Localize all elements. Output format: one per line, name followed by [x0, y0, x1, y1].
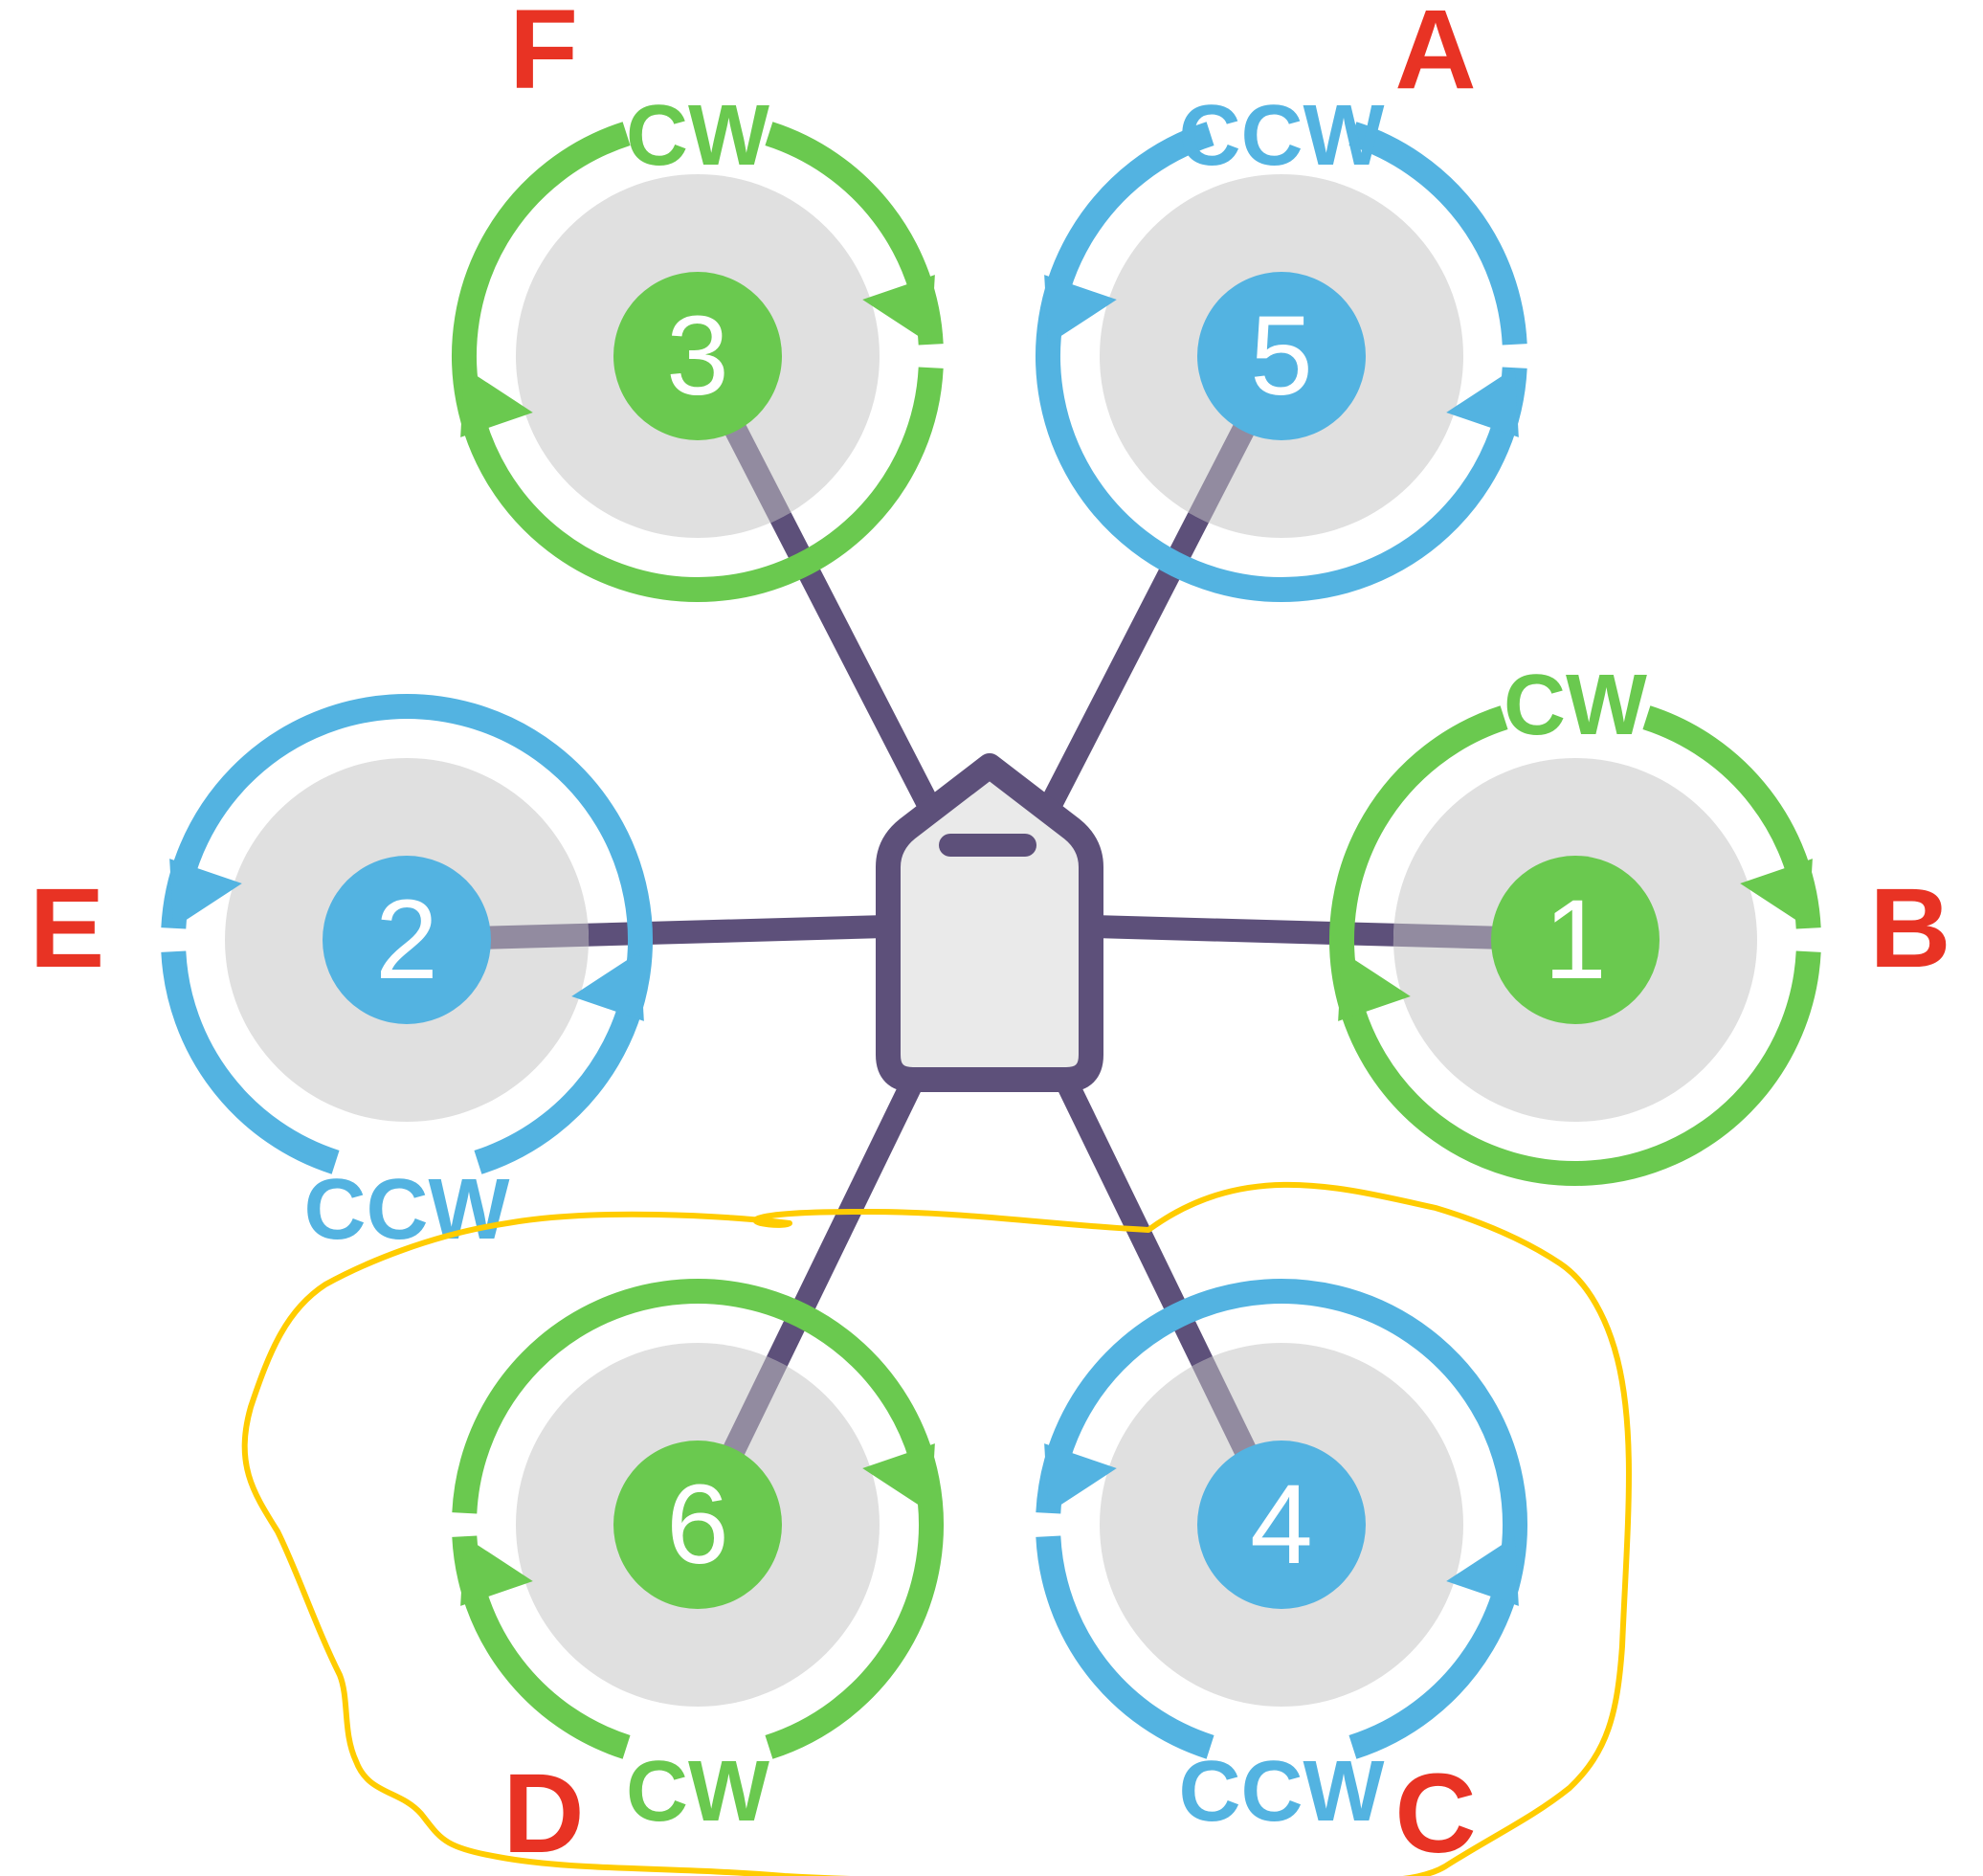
rotation-arrow-icon: [1044, 275, 1117, 345]
motor-core: [1197, 272, 1366, 440]
motor-number: 5: [1250, 293, 1313, 419]
motor-6-core: 6CW D: [502, 1440, 782, 1876]
rotation-arc: [1036, 122, 1527, 602]
rotation-label: CCW: [304, 1162, 510, 1258]
rotation-arc: [161, 694, 653, 1174]
rotation-label: CW: [626, 1744, 769, 1840]
motor-number: 2: [375, 877, 438, 1003]
motor-core: [613, 272, 782, 440]
rotation-arrow-icon: [169, 859, 242, 928]
rotation-label: CCW: [1179, 88, 1385, 184]
motor-number: 4: [1250, 1462, 1313, 1588]
rotation-arc: [1348, 122, 1527, 346]
motor-core: [1197, 1440, 1366, 1609]
rotation-arc: [1036, 1535, 1214, 1759]
rotation-arc: [161, 950, 340, 1174]
rotation-arrow-icon: [1740, 859, 1813, 928]
rotation-arc: [1036, 1279, 1527, 1759]
highlight-annotation: [241, 1181, 1632, 1876]
rotation-label: CCW: [1179, 1744, 1385, 1840]
motor-number: 6: [666, 1462, 729, 1588]
yellow-highlight-outline: [241, 1181, 1632, 1876]
rotation-arrow-icon: [862, 1443, 935, 1513]
rotation-arrow-icon: [862, 275, 935, 345]
rotation-arrow-icon: [1044, 1443, 1117, 1513]
motor-3-core: 3 CW F: [509, 0, 782, 440]
position-letter: E: [30, 865, 105, 992]
motor-1-core: 1 CW B: [1491, 658, 1951, 1024]
rotation-arrow-icon: [1338, 951, 1411, 1021]
position-letter: A: [1394, 0, 1476, 113]
rotation-arrow-icon: [571, 951, 644, 1021]
position-letter: B: [1869, 865, 1950, 992]
motor-core: [323, 856, 491, 1024]
motor-core: [1491, 856, 1660, 1024]
rotation-arrow-icon: [1446, 1536, 1519, 1606]
motor-core: [613, 1440, 782, 1609]
rotation-arrow-icon: [460, 1536, 533, 1606]
flight-controller-hub: [876, 753, 1103, 1092]
motor-number: 1: [1544, 877, 1607, 1003]
position-letter: D: [502, 1751, 584, 1876]
hub-body: [876, 753, 1103, 1092]
rotation-arrow-icon: [1446, 368, 1519, 437]
rotation-arc: [452, 122, 944, 602]
rotation-label: CW: [626, 88, 769, 184]
rotation-arc: [452, 1279, 944, 1759]
rotation-arrow-icon: [460, 368, 533, 437]
rotation-arc: [1329, 705, 1821, 1186]
rotation-label: CW: [1504, 658, 1647, 753]
position-letter: F: [509, 0, 578, 113]
motor-number: 3: [666, 293, 729, 419]
